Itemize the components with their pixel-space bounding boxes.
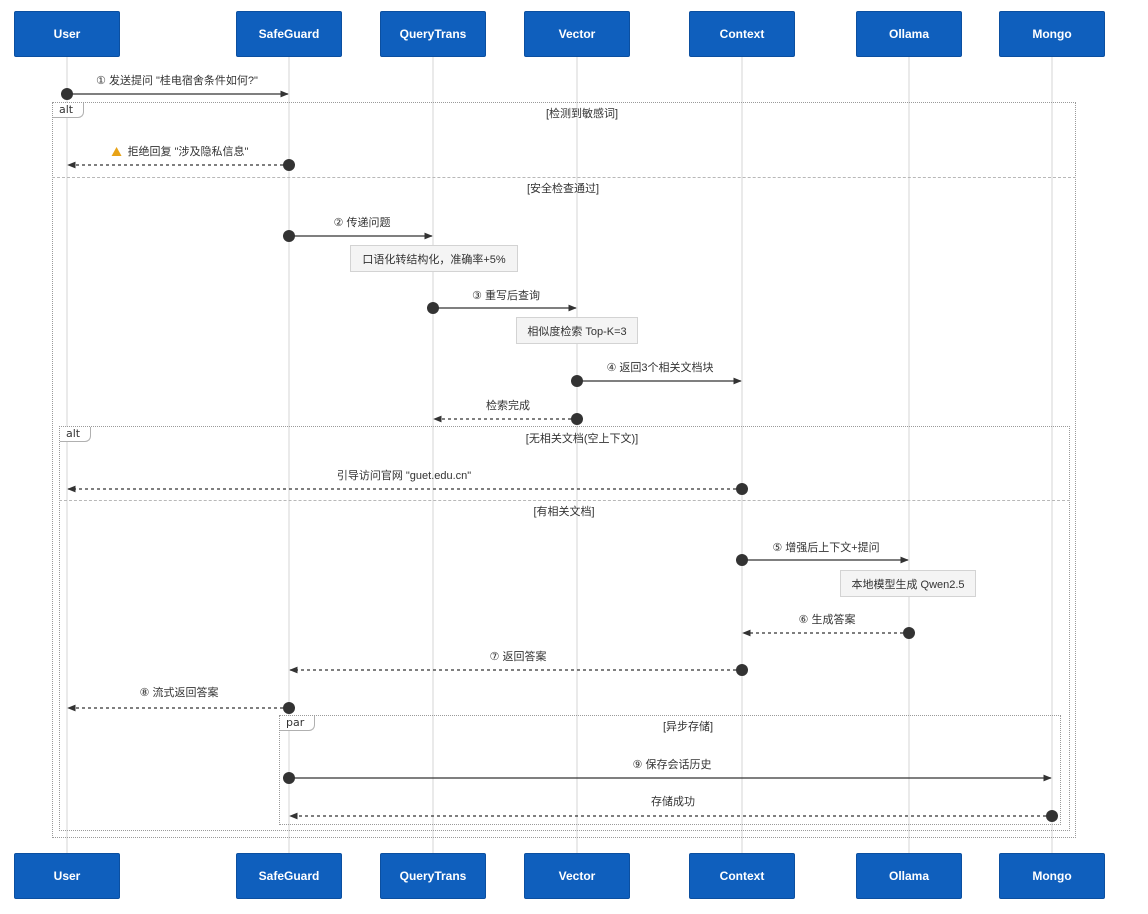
actor-safeguard-top: SafeGuard xyxy=(236,11,342,57)
actor-ollama-top: Ollama xyxy=(856,11,962,57)
message-label-5: ④ 返回3个相关文档块 xyxy=(606,362,714,374)
message-label-1: ① 发送提问 "桂电宿舍条件如何?" xyxy=(96,75,258,87)
message-label-4: ③ 重写后查询 xyxy=(472,290,540,302)
actor-querytrans-top: QueryTrans xyxy=(380,11,486,57)
actor-vector-top: Vector xyxy=(524,11,630,57)
condition-has-documents: [有相关文档] xyxy=(533,506,595,518)
actor-querytrans-bottom: QueryTrans xyxy=(380,853,486,899)
message-origin-dot-12 xyxy=(283,772,295,784)
message-origin-dot-1 xyxy=(61,88,73,100)
message-label-6: 检索完成 xyxy=(486,400,530,412)
message-origin-dot-13 xyxy=(1046,810,1058,822)
message-label-11: ⑧ 流式返回答案 xyxy=(139,687,219,699)
condition-async-storage: [异步存储] xyxy=(662,721,714,733)
actor-user-bottom: User xyxy=(14,853,120,899)
message-origin-dot-11 xyxy=(283,702,295,714)
actor-vector-bottom: Vector xyxy=(524,853,630,899)
message-label-2: 拒绝回复 "涉及隐私信息" xyxy=(111,143,249,159)
message-origin-dot-2 xyxy=(283,159,295,171)
actor-ollama-bottom: Ollama xyxy=(856,853,962,899)
message-origin-dot-8 xyxy=(736,554,748,566)
message-origin-dot-4 xyxy=(427,302,439,314)
message-text: 拒绝回复 "涉及隐私信息" xyxy=(127,146,249,158)
message-label-7: 引导访问官网 "guet.edu.cn" xyxy=(336,470,472,482)
message-origin-dot-7 xyxy=(736,483,748,495)
actor-safeguard-bottom: SafeGuard xyxy=(236,853,342,899)
warning-icon xyxy=(111,147,122,156)
actor-mongo-bottom: Mongo xyxy=(999,853,1105,899)
message-origin-dot-9 xyxy=(903,627,915,639)
actor-context-top: Context xyxy=(689,11,795,57)
par-tag: par xyxy=(280,716,316,731)
condition-sensitive-word: [检测到敏感词] xyxy=(545,108,619,120)
note-query-rewrite: 口语化转结构化，准确率+5% xyxy=(350,245,518,272)
message-origin-dot-3 xyxy=(283,230,295,242)
note-local-model: 本地模型生成 Qwen2.5 xyxy=(840,570,976,597)
actor-context-bottom: Context xyxy=(689,853,795,899)
message-label-3: ② 传递问题 xyxy=(333,217,391,229)
alt-separator xyxy=(59,500,1070,501)
actor-user-top: User xyxy=(14,11,120,57)
condition-no-documents: [无相关文档(空上下文)] xyxy=(525,433,639,445)
message-label-12: ⑨ 保存会话历史 xyxy=(632,759,712,771)
message-origin-dot-5 xyxy=(571,375,583,387)
message-label-13: 存储成功 xyxy=(651,796,695,808)
alt-tag: alt xyxy=(53,103,85,118)
alt-frame-sensitive: alt xyxy=(52,102,1076,838)
condition-safety-passed: [安全检查通过] xyxy=(526,183,600,195)
actor-mongo-top: Mongo xyxy=(999,11,1105,57)
message-label-9: ⑥ 生成答案 xyxy=(798,614,856,626)
alt-tag: alt xyxy=(60,427,92,442)
alt-frame-documents: alt xyxy=(59,426,1070,831)
par-frame-async-storage: par xyxy=(279,715,1061,825)
message-origin-dot-10 xyxy=(736,664,748,676)
message-label-8: ⑤ 增强后上下文+提问 xyxy=(772,542,880,554)
note-similarity-search: 相似度检索 Top-K=3 xyxy=(516,317,638,344)
alt-separator xyxy=(52,177,1076,178)
message-label-10: ⑦ 返回答案 xyxy=(489,651,547,663)
message-origin-dot-6 xyxy=(571,413,583,425)
